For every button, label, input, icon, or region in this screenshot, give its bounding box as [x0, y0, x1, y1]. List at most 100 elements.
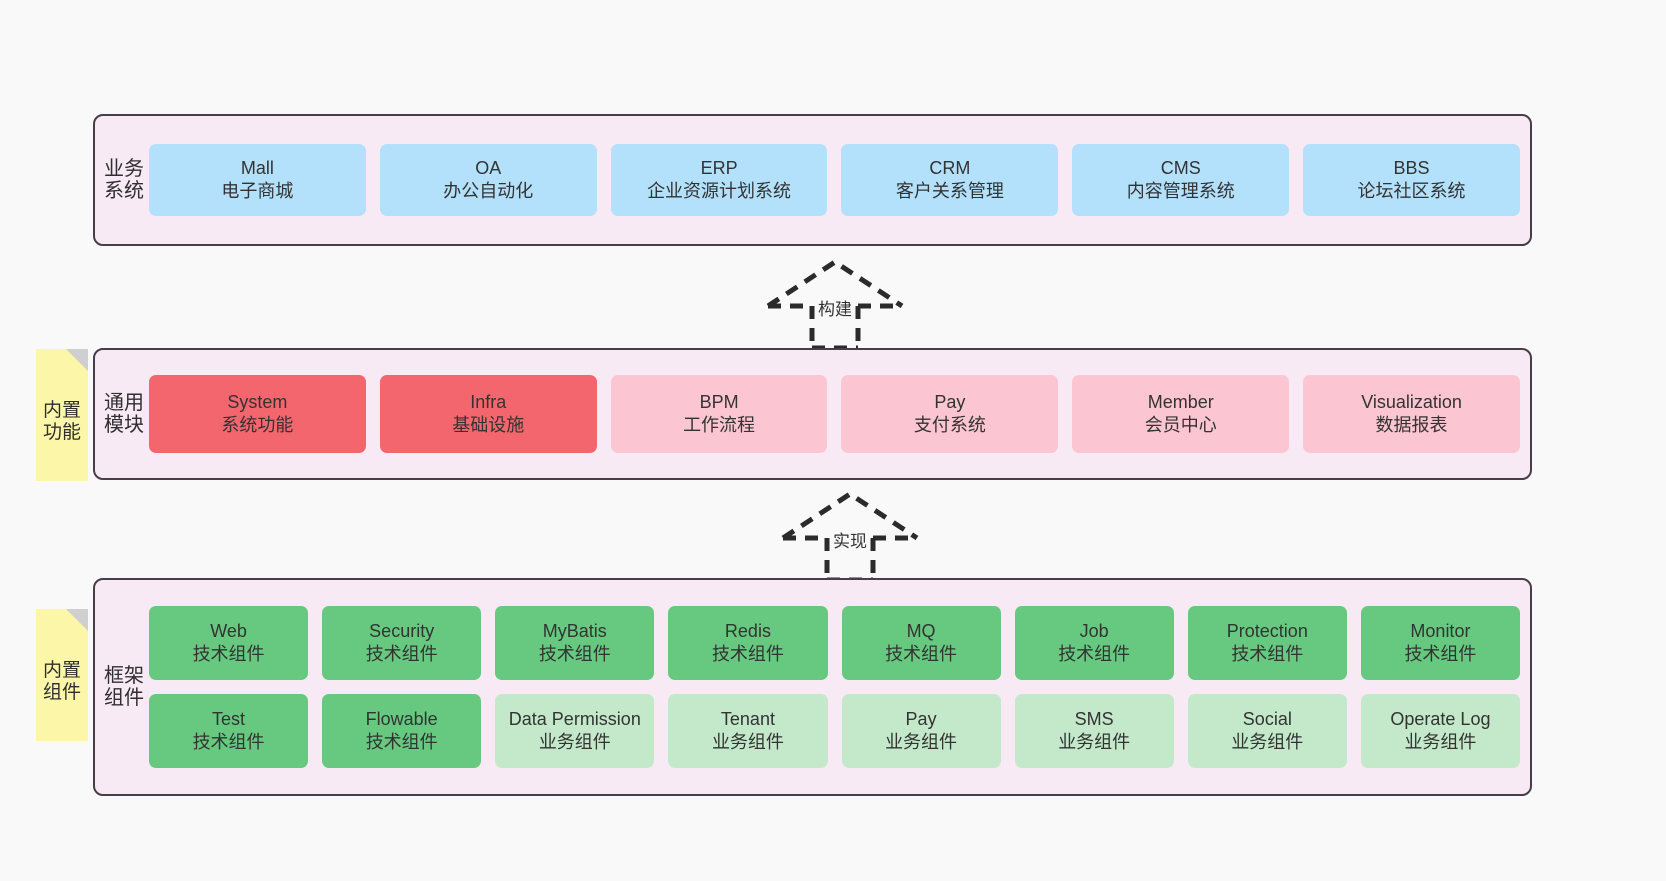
card-title: Visualization	[1361, 391, 1462, 412]
card-subtitle: 技术组件	[192, 644, 265, 664]
card-subtitle: 业务组件	[1231, 732, 1304, 752]
card-title: Flowable	[365, 708, 438, 729]
card-operate-log[interactable]: Operate Log 业务组件	[1360, 694, 1520, 768]
card-subtitle: 技术组件	[365, 732, 438, 752]
card-crm[interactable]: CRM 客户关系管理	[841, 144, 1059, 216]
card-title: MyBatis	[542, 620, 607, 641]
card-title: CRM	[929, 157, 971, 178]
card-system[interactable]: System 系统功能	[149, 375, 366, 453]
card-erp[interactable]: ERP 企业资源计划系统	[610, 144, 828, 216]
card-title: Web	[210, 620, 247, 641]
card-monitor[interactable]: Monitor 技术组件	[1360, 606, 1520, 680]
connector-build-arrow: 构建	[760, 258, 910, 351]
sticky-fold-corner-icon	[66, 609, 88, 631]
card-title: Tenant	[720, 708, 775, 729]
layer-common-modules: 通用模块 System 系统功能 Infra 基础设施 BPM 工作流程 Pay…	[93, 348, 1532, 480]
layer-framework-components: 框架组件 Web 技术组件 Security 技术组件 MyBatis 技术组件…	[93, 578, 1532, 796]
sticky-fold-corner-icon	[66, 349, 88, 371]
card-oa[interactable]: OA 办公自动化	[379, 144, 597, 216]
layer-framework-components-title: 框架组件	[104, 664, 144, 709]
card-title: BPM	[699, 391, 739, 412]
card-title: Test	[212, 708, 246, 729]
sticky-note-label: 内置功能	[42, 400, 81, 443]
card-subtitle: 论坛社区系统	[1357, 181, 1466, 201]
card-security[interactable]: Security 技术组件	[322, 606, 482, 680]
card-subtitle: 会员中心	[1144, 415, 1217, 435]
card-title: Infra	[470, 391, 507, 412]
sticky-note-label: 内置组件	[42, 660, 81, 703]
card-subtitle: 技术组件	[885, 644, 958, 664]
layer-business-systems: 业务系统 Mall 电子商城 OA 办公自动化 ERP 企业资源计划系统 CRM…	[93, 114, 1532, 246]
card-test[interactable]: Test 技术组件	[149, 694, 309, 768]
card-title: CMS	[1160, 157, 1201, 178]
card-title: Mall	[240, 157, 274, 178]
card-row: System 系统功能 Infra 基础设施 BPM 工作流程 Pay 支付系统…	[149, 375, 1520, 453]
card-title: BBS	[1393, 157, 1430, 178]
card-flowable[interactable]: Flowable 技术组件	[322, 694, 482, 768]
card-title: OA	[475, 157, 502, 178]
card-mybatis[interactable]: MyBatis 技术组件	[495, 606, 655, 680]
card-infra[interactable]: Infra 基础设施	[379, 375, 597, 453]
card-title: Pay	[905, 708, 937, 729]
card-title: Social	[1242, 708, 1292, 729]
card-subtitle: 技术组件	[365, 644, 438, 664]
connector-implement-arrow: 实现	[775, 490, 925, 583]
card-sms[interactable]: SMS 业务组件	[1014, 694, 1174, 768]
card-subtitle: 业务组件	[1058, 732, 1131, 752]
card-subtitle: 业务组件	[885, 732, 958, 752]
card-subtitle: 支付系统	[913, 415, 986, 435]
card-pay[interactable]: Pay 支付系统	[841, 375, 1059, 453]
sticky-note-builtin-components: 内置组件	[36, 609, 88, 741]
card-title: SMS	[1074, 708, 1114, 729]
card-title: Redis	[724, 620, 771, 641]
card-subtitle: 技术组件	[711, 644, 784, 664]
card-subtitle: 技术组件	[538, 644, 611, 664]
card-row: Web 技术组件 Security 技术组件 MyBatis 技术组件 Redi…	[149, 606, 1520, 680]
card-bpm[interactable]: BPM 工作流程	[610, 375, 828, 453]
card-subtitle: 技术组件	[1404, 644, 1477, 664]
card-member[interactable]: Member 会员中心	[1072, 375, 1290, 453]
card-tenant[interactable]: Tenant 业务组件	[668, 694, 828, 768]
card-pay-business[interactable]: Pay 业务组件	[841, 694, 1001, 768]
card-subtitle: 技术组件	[192, 732, 265, 752]
card-title: System	[227, 391, 288, 412]
card-subtitle: 数据报表	[1375, 415, 1448, 435]
layer-common-modules-body: System 系统功能 Infra 基础设施 BPM 工作流程 Pay 支付系统…	[145, 350, 1530, 478]
card-title: MQ	[906, 620, 936, 641]
card-row: Test 技术组件 Flowable 技术组件 Data Permission …	[149, 694, 1520, 768]
layer-framework-components-body: Web 技术组件 Security 技术组件 MyBatis 技术组件 Redi…	[145, 580, 1530, 794]
card-row: Mall 电子商城 OA 办公自动化 ERP 企业资源计划系统 CRM 客户关系…	[149, 144, 1520, 216]
card-title: Monitor	[1410, 620, 1471, 641]
layer-business-systems-title: 业务系统	[104, 157, 144, 202]
card-subtitle: 基础设施	[452, 415, 525, 435]
card-title: Data Permission	[508, 708, 641, 729]
card-subtitle: 业务组件	[711, 732, 784, 752]
card-redis[interactable]: Redis 技术组件	[668, 606, 828, 680]
connector-implement-label: 实现	[833, 532, 867, 551]
card-subtitle: 客户关系管理	[895, 181, 1004, 201]
card-title: Operate Log	[1390, 708, 1491, 729]
card-web[interactable]: Web 技术组件	[149, 606, 309, 680]
card-title: Pay	[934, 391, 966, 412]
card-title: ERP	[700, 157, 738, 178]
card-subtitle: 办公自动化	[443, 181, 534, 201]
layer-business-systems-body: Mall 电子商城 OA 办公自动化 ERP 企业资源计划系统 CRM 客户关系…	[145, 116, 1530, 244]
card-mq[interactable]: MQ 技术组件	[841, 606, 1001, 680]
card-data-permission[interactable]: Data Permission 业务组件	[495, 694, 655, 768]
card-title: Member	[1147, 391, 1214, 412]
card-bbs[interactable]: BBS 论坛社区系统	[1303, 144, 1520, 216]
card-subtitle: 系统功能	[221, 415, 294, 435]
card-subtitle: 技术组件	[1058, 644, 1131, 664]
card-visualization[interactable]: Visualization 数据报表	[1303, 375, 1520, 453]
card-title: Security	[369, 620, 435, 641]
card-social[interactable]: Social 业务组件	[1187, 694, 1347, 768]
sticky-note-builtin-features: 内置功能	[36, 349, 88, 481]
card-subtitle: 企业资源计划系统	[647, 181, 792, 201]
card-cms[interactable]: CMS 内容管理系统	[1072, 144, 1290, 216]
card-mall[interactable]: Mall 电子商城	[149, 144, 366, 216]
connector-build-label: 构建	[818, 300, 852, 319]
card-job[interactable]: Job 技术组件	[1014, 606, 1174, 680]
card-protection[interactable]: Protection 技术组件	[1187, 606, 1347, 680]
card-subtitle: 工作流程	[683, 415, 756, 435]
card-subtitle: 技术组件	[1231, 644, 1304, 664]
